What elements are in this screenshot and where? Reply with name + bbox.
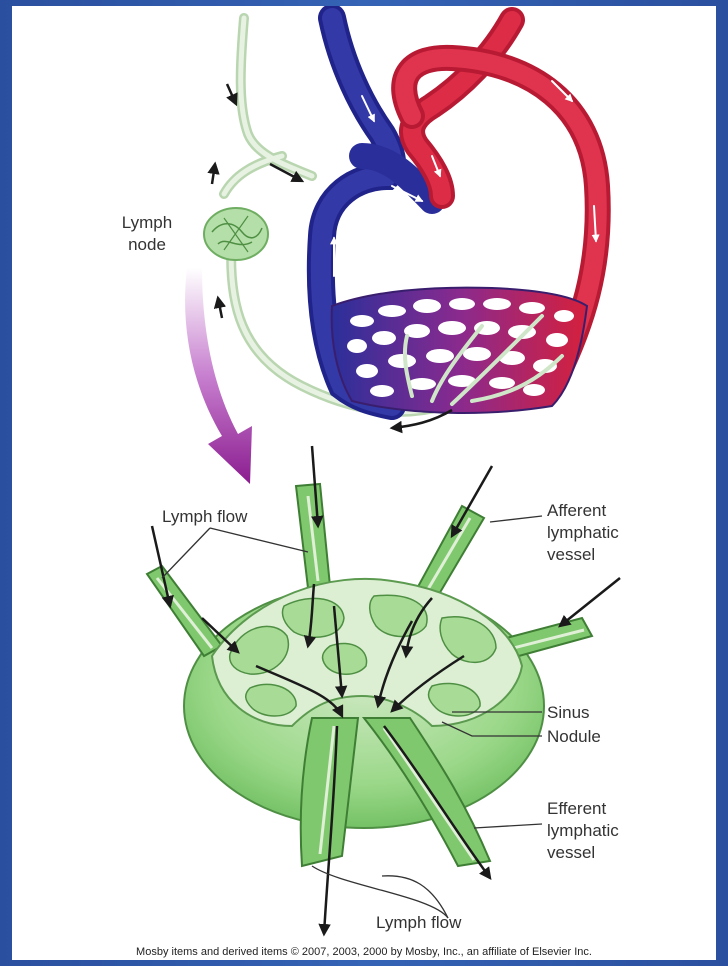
copyright-credit: Mosby items and derived items © 2007, 20…	[12, 946, 716, 958]
label-efferent-2: lymphatic	[547, 821, 619, 840]
capillary-bed	[332, 288, 587, 413]
circulation-illustration	[204, 18, 598, 428]
label-afferent-2: lymphatic	[547, 523, 619, 542]
label-efferent-3: vessel	[547, 843, 595, 862]
lymphatic-circulation-diagram: Lymph node Lymph flow Afferent lymphatic…	[12, 6, 716, 960]
label-lymph-node-2: node	[128, 235, 166, 254]
label-afferent-3: vessel	[547, 545, 595, 564]
label-lymph-node-1: Lymph	[122, 213, 172, 232]
label-afferent-1: Afferent	[547, 501, 607, 520]
diagram-slide: Lymph node Lymph flow Afferent lymphatic…	[12, 6, 716, 960]
label-lymph-flow-bottom: Lymph flow	[376, 913, 462, 932]
label-nodule: Nodule	[547, 727, 601, 746]
label-efferent-1: Efferent	[547, 799, 607, 818]
label-lymph-flow-top: Lymph flow	[162, 507, 248, 526]
small-lymph-node	[204, 208, 268, 260]
label-sinus: Sinus	[547, 703, 590, 722]
